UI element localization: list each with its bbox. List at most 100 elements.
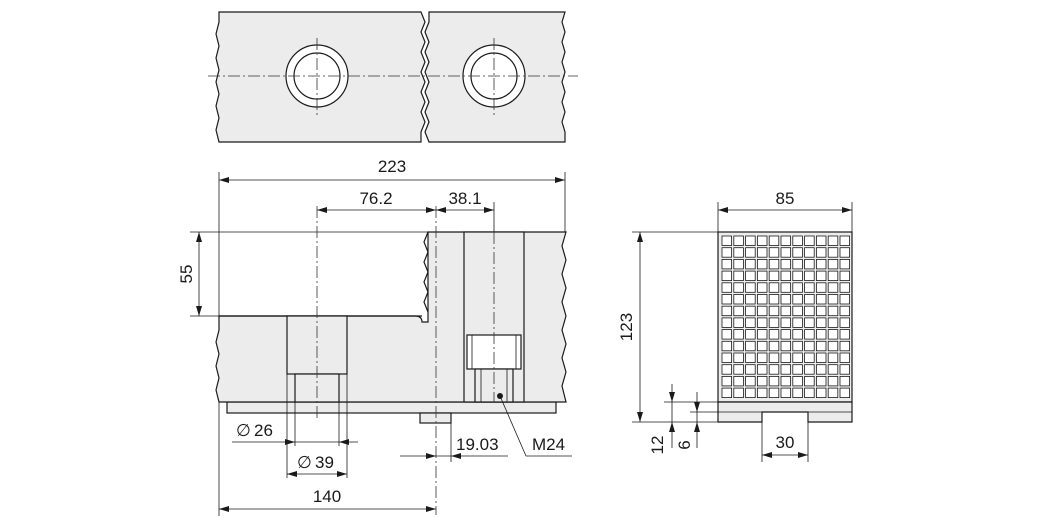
serration-cell — [839, 340, 851, 352]
serration-cell — [804, 375, 815, 387]
serration-cell — [816, 282, 827, 293]
serration-cell — [816, 387, 827, 399]
serration-cell — [733, 294, 744, 305]
serration-cell — [827, 235, 839, 246]
serration-cell — [768, 282, 780, 293]
dim-label-55: 55 — [177, 265, 196, 284]
front-serration-upper — [423, 231, 429, 313]
serration-cell — [780, 270, 792, 282]
serration-cell — [733, 270, 744, 282]
serration-cell — [839, 247, 851, 258]
serration-cell — [804, 329, 815, 340]
serration-cell — [792, 305, 803, 317]
serration-cell — [757, 352, 768, 363]
serration-cell — [816, 340, 827, 352]
serration-cell — [827, 329, 839, 340]
serration-cell — [804, 317, 815, 328]
serration-cell — [757, 364, 768, 375]
serration-cell — [827, 317, 839, 328]
serration-cell — [745, 329, 756, 340]
serration-cell — [839, 235, 851, 246]
serration-cell — [792, 235, 803, 246]
serration-cell — [780, 235, 792, 246]
serration-cell — [745, 305, 756, 317]
serration-cell — [768, 247, 780, 258]
serration-cell — [816, 305, 827, 317]
serration-cell — [733, 387, 744, 399]
serration-cell — [839, 329, 851, 340]
serration-cell — [757, 235, 768, 246]
serration-cell — [792, 364, 803, 375]
serration-cell — [745, 375, 756, 387]
serration-cell — [839, 352, 851, 363]
serration-cell — [768, 352, 780, 363]
serration-cell — [768, 317, 780, 328]
serration-cell — [816, 247, 827, 258]
serration-cell — [733, 258, 744, 270]
serration-cell — [792, 340, 803, 352]
serration-cell — [827, 258, 839, 270]
serration-cell — [745, 294, 756, 305]
serration-cell — [816, 329, 827, 340]
dim-label-140: 140 — [313, 487, 341, 506]
serration-cell — [745, 340, 756, 352]
serration-cell — [827, 364, 839, 375]
serration-cell — [839, 375, 851, 387]
serration-cell — [768, 340, 780, 352]
dim-label-d26: 26 — [254, 421, 273, 440]
serration-cell — [721, 294, 733, 305]
serration-cell — [804, 340, 815, 352]
serration-cell — [721, 258, 733, 270]
serration-cell — [733, 352, 744, 363]
serration-cell — [804, 235, 815, 246]
serration-cell — [757, 282, 768, 293]
serration-cell — [780, 352, 792, 363]
serration-cell — [745, 247, 756, 258]
serration-cell — [721, 387, 733, 399]
top-view — [208, 11, 578, 143]
serration-cell — [804, 282, 815, 293]
serration-cell — [721, 329, 733, 340]
serration-cell — [816, 352, 827, 363]
serration-cell — [721, 305, 733, 317]
serration-cell — [721, 340, 733, 352]
serration-cell — [721, 364, 733, 375]
serration-cell — [721, 375, 733, 387]
side-dimensions: 85 123 12 6 30 — [617, 189, 853, 462]
serration-cell — [733, 247, 744, 258]
dim-label-223: 223 — [378, 157, 406, 176]
dim-label-30: 30 — [776, 433, 795, 452]
serration-cell — [792, 317, 803, 328]
serration-cell — [827, 387, 839, 399]
serration-cell — [780, 258, 792, 270]
serration-cell — [792, 258, 803, 270]
serration-cell — [780, 305, 792, 317]
serration-cell — [721, 270, 733, 282]
serration-cell — [792, 352, 803, 363]
serration-cell — [780, 329, 792, 340]
serration-cell — [757, 258, 768, 270]
serration-cell — [768, 305, 780, 317]
serration-cell — [745, 258, 756, 270]
serration-cell — [816, 294, 827, 305]
serration-cell — [757, 375, 768, 387]
serration-cell — [804, 258, 815, 270]
serration-cell — [733, 340, 744, 352]
front-view — [215, 206, 567, 515]
serration-cell — [768, 294, 780, 305]
serration-cell — [757, 305, 768, 317]
serration-cell — [745, 235, 756, 246]
leader-m24 — [499, 395, 527, 457]
serration-cell — [733, 317, 744, 328]
dim-label-85: 85 — [776, 189, 795, 208]
serration-cell — [733, 282, 744, 293]
serration-cell — [816, 364, 827, 375]
serration-cell — [721, 235, 733, 246]
serration-cell — [827, 340, 839, 352]
dim-label-m24: M24 — [532, 435, 565, 454]
serration-cell — [827, 282, 839, 293]
serration-cell — [816, 375, 827, 387]
serration-cell — [827, 294, 839, 305]
serration-cell — [816, 270, 827, 282]
